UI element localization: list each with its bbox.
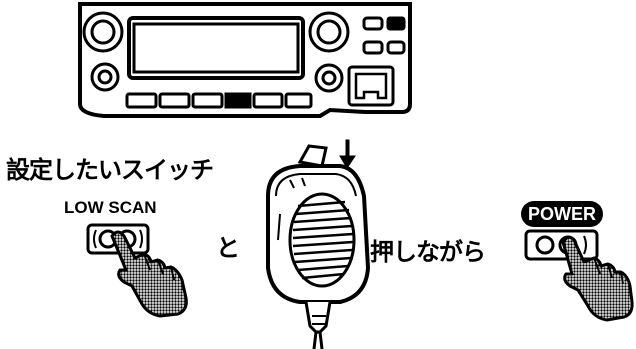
power-label: POWER bbox=[521, 201, 603, 227]
and-label: と bbox=[216, 234, 240, 262]
radio-unit-icon bbox=[78, 2, 412, 118]
microphone-icon bbox=[266, 144, 371, 349]
power-button-icon bbox=[524, 229, 599, 261]
press-while-label: 押しながら bbox=[370, 238, 486, 266]
instruction-label: 設定したいスイッチ bbox=[6, 156, 214, 184]
hand-pointer-icon bbox=[110, 230, 188, 318]
hand-pointer-icon bbox=[561, 235, 634, 322]
low-scan-label: LOW SCAN bbox=[64, 198, 157, 217]
arrow-down-icon bbox=[339, 139, 356, 169]
